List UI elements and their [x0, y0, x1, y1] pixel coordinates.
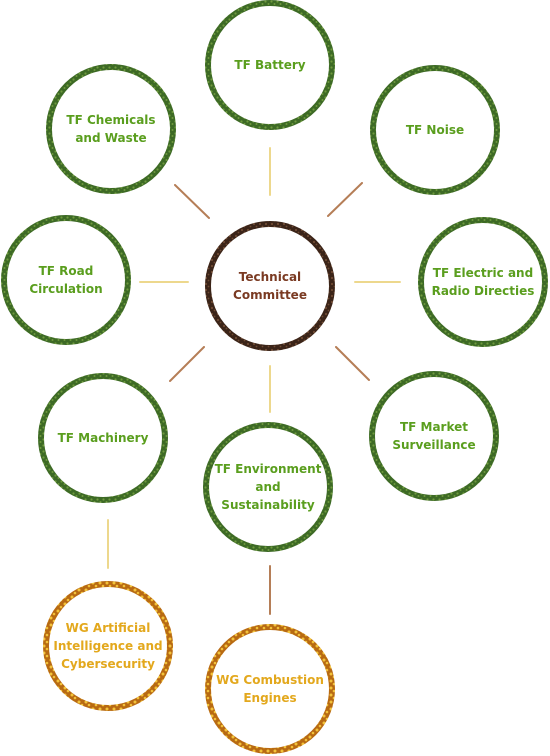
node-ring-tf-road-circulation — [1, 215, 131, 345]
node-ring-tf-chemicals-waste — [46, 64, 176, 194]
node-ring-tf-electric-radio — [418, 217, 548, 347]
node-ring-technical-committee — [205, 221, 335, 351]
connector-tf-machinery — [169, 346, 205, 382]
node-ring-tf-noise — [370, 65, 500, 195]
node-ring-tf-battery — [205, 0, 335, 130]
node-ring-tf-environment — [203, 422, 333, 552]
node-ring-tf-machinery — [38, 373, 168, 503]
node-ring-tf-market-surveillance — [369, 371, 499, 501]
connector-tf-noise — [327, 182, 363, 217]
node-ring-wg-combustion — [205, 624, 335, 754]
connector-tf-market-surveillance — [335, 346, 370, 381]
connector-tf-chemicals-waste — [174, 184, 210, 219]
node-ring-wg-ai-cyber — [43, 581, 173, 711]
